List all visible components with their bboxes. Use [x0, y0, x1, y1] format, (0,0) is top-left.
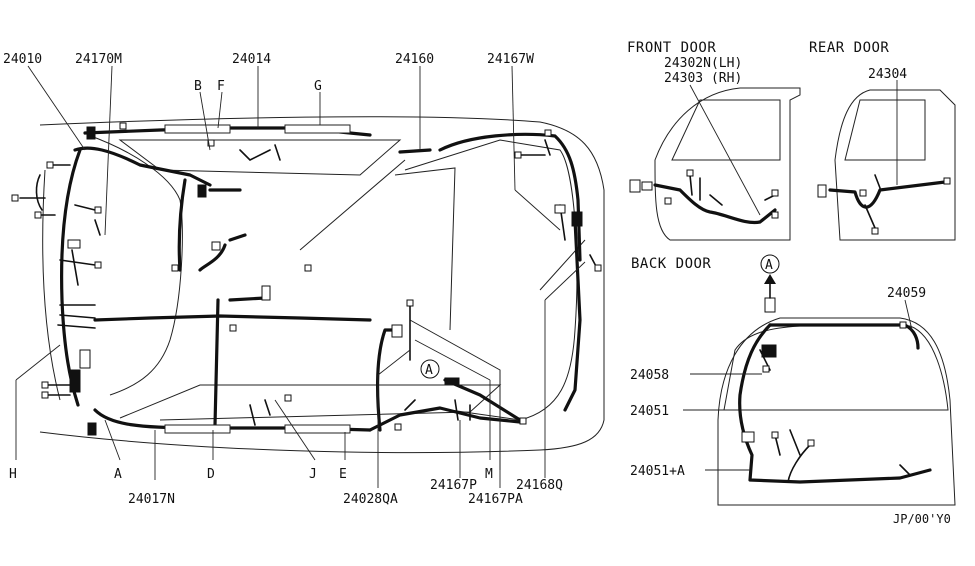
callout-a-text: A — [425, 363, 433, 378]
heading-front-door: FRONT DOOR — [627, 40, 716, 56]
label-a: A — [114, 467, 122, 482]
heading-rear-door: REAR DOOR — [809, 40, 889, 56]
vehicle-body-outline — [39, 116, 605, 470]
label-h: H — [9, 467, 17, 482]
label-24168q: 24168Q — [516, 478, 563, 493]
label-24017n: 24017N — [128, 492, 175, 507]
harness-tubes — [164, 124, 351, 434]
label-24059: 24059 — [887, 286, 926, 301]
label-j: J — [309, 467, 317, 482]
main-harness-network — [59, 126, 582, 432]
callout-a-marker: A — [420, 359, 440, 379]
label-24302n: 24302N(LH) — [664, 56, 742, 71]
label-24014: 24014 — [232, 52, 271, 67]
front-door-illustration — [629, 87, 801, 241]
label-24303: 24303 (RH) — [664, 71, 742, 86]
branch-wires — [19, 139, 599, 426]
back-door-callout-a-text: A — [765, 258, 773, 273]
label-f: F — [217, 79, 225, 94]
label-24304: 24304 — [868, 67, 907, 82]
part-labels: 24010 24170M 24014 24160 24167W B F G H … — [3, 40, 951, 526]
label-24051-a: 24051+A — [630, 464, 685, 479]
label-b: B — [194, 79, 202, 94]
label-e: E — [339, 467, 347, 482]
label-24160: 24160 — [395, 52, 434, 67]
label-g: G — [314, 79, 322, 94]
label-24167pa: 24167PA — [468, 492, 523, 507]
label-24170m: 24170M — [75, 52, 122, 67]
label-24028qa: 24028QA — [343, 492, 398, 507]
label-24051: 24051 — [630, 404, 669, 419]
label-24167p: 24167P — [430, 478, 477, 493]
label-d: D — [207, 467, 215, 482]
footer-code: JP/00'Y0 — [893, 512, 951, 526]
leader-lines — [15, 65, 913, 488]
heading-back-door: BACK DOOR — [631, 256, 711, 272]
back-door-illustration: A — [717, 254, 956, 506]
label-24058: 24058 — [630, 368, 669, 383]
label-24010: 24010 — [3, 52, 42, 67]
connectors — [11, 122, 602, 436]
label-24167w: 24167W — [487, 52, 534, 67]
label-m: M — [485, 467, 493, 482]
rear-door-illustration — [817, 89, 956, 241]
